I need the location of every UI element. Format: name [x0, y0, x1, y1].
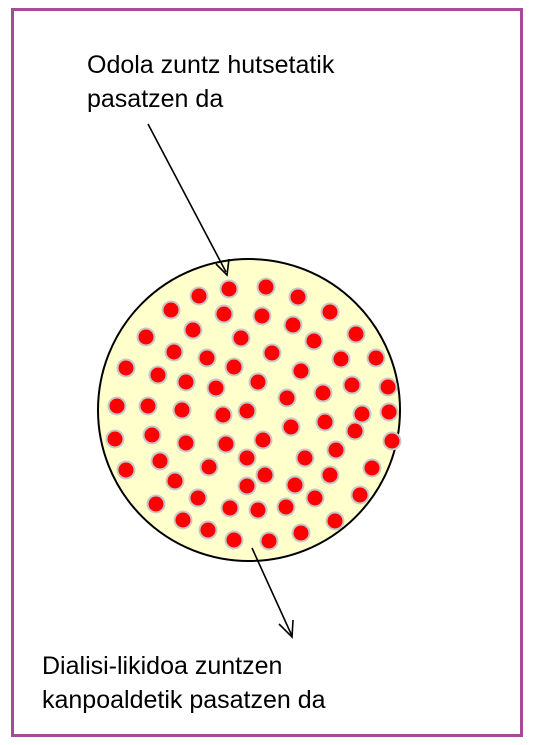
fiber-lumen	[258, 468, 273, 483]
fiber-lumen	[186, 323, 201, 338]
fiber-lumen	[369, 351, 384, 366]
fiber-lumen	[223, 501, 238, 516]
fiber-lumen	[175, 403, 190, 418]
dialysate-flow-label-line1: Dialisi-likidoa zuntzen	[42, 649, 326, 683]
fiber-lumen	[201, 523, 216, 538]
fiber-lumen	[328, 514, 343, 529]
fiber-lumen	[349, 327, 364, 342]
fiber-lumen	[280, 391, 295, 406]
fiber-lumen	[256, 433, 271, 448]
fiber-lumen	[179, 375, 194, 390]
fiber-lumen	[240, 451, 255, 466]
fiber-lumen	[227, 360, 242, 375]
fiber-lumen	[288, 478, 303, 493]
fiber-lumen	[355, 407, 370, 422]
fiber-lumen	[365, 461, 380, 476]
fiber-lumen	[307, 334, 322, 349]
fiber-lumen	[227, 533, 242, 548]
fiber-lumen	[240, 404, 255, 419]
fiber-lumen	[308, 491, 323, 506]
fiber-lumen	[259, 280, 274, 295]
fiber-lumen	[164, 303, 179, 318]
fiber-lumen	[323, 305, 338, 320]
fiber-lumen	[240, 479, 255, 494]
fiber-lumen	[334, 352, 349, 367]
fiber-lumen	[291, 290, 306, 305]
fiber-lumen	[329, 443, 344, 458]
dialysate-flow-label-line2: kanpoaldetik pasatzen da	[42, 683, 326, 717]
fiber-lumen	[294, 526, 309, 541]
fiber-lumen	[179, 436, 194, 451]
fiber-lumen	[200, 351, 215, 366]
fiber-lumen	[251, 503, 266, 518]
fiber-lumen	[298, 451, 313, 466]
fiber-lumen	[265, 346, 280, 361]
fiber-lumen	[191, 491, 206, 506]
fiber-lumen	[294, 364, 309, 379]
fiber-lumen	[153, 454, 168, 469]
fiber-lumen	[176, 513, 191, 528]
fiber-lumen	[286, 318, 301, 333]
fiber-lumen	[234, 331, 249, 346]
fiber-lumen	[219, 437, 234, 452]
fiber-lumen	[151, 368, 166, 383]
fiber-lumen	[167, 345, 182, 360]
fiber-lumen	[222, 282, 237, 297]
fiber-lumen	[119, 361, 134, 376]
fiber-lumen	[192, 289, 207, 304]
fiber-lumen	[279, 500, 294, 515]
fiber-lumen	[145, 428, 160, 443]
fiber-lumen	[108, 432, 123, 447]
fiber-lumen	[217, 307, 232, 322]
fiber-lumen	[381, 380, 396, 395]
fiber-lumen	[110, 399, 125, 414]
fiber-lumen	[323, 468, 338, 483]
blood-flow-arrow-line	[148, 124, 226, 272]
fiber-lumen	[284, 420, 299, 435]
fiber-lumen	[209, 381, 224, 396]
fiber-lumen	[316, 386, 331, 401]
fiber-lumen	[149, 497, 164, 512]
fiber-lumen	[318, 415, 333, 430]
fiber-lumen	[141, 399, 156, 414]
fiber-lumen	[139, 330, 154, 345]
fiber-lumen	[382, 405, 397, 420]
fiber-lumen	[168, 474, 183, 489]
fiber-lumen	[353, 488, 368, 503]
fiber-lumen	[251, 375, 266, 390]
fiber-lumen	[255, 309, 270, 324]
fiber-lumen	[216, 408, 231, 423]
fiber-lumen	[348, 424, 363, 439]
fiber-lumen	[119, 463, 134, 478]
dialysate-flow-arrow-line	[252, 548, 292, 636]
fiber-lumen	[385, 434, 400, 449]
fiber-lumen	[202, 460, 217, 475]
fiber-lumen	[345, 378, 360, 393]
dialysate-flow-label: Dialisi-likidoa zuntzen kanpoaldetik pas…	[42, 649, 326, 717]
fiber-lumen	[262, 534, 277, 549]
